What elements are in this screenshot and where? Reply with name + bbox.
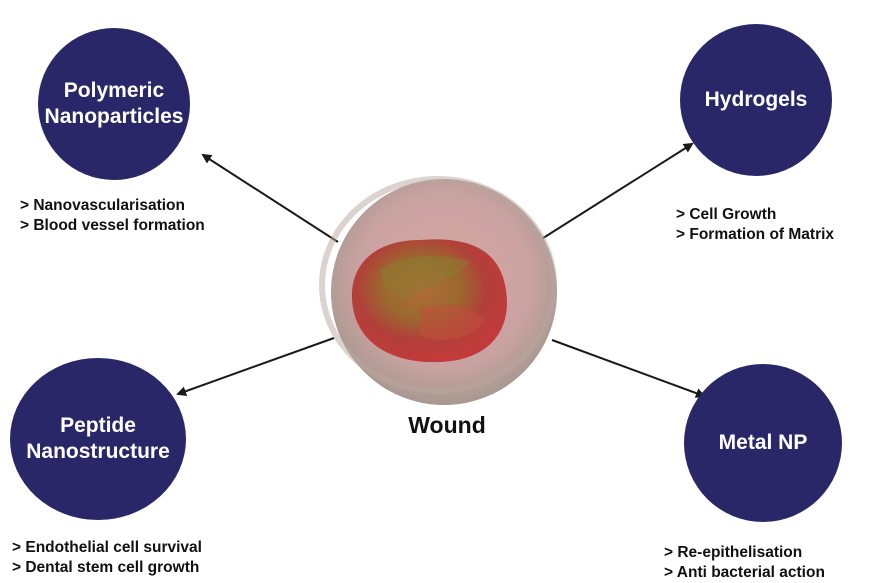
wound-label: Wound — [392, 412, 502, 439]
metal-effect-2: > Anti bacterial action — [664, 563, 825, 583]
peptide-title-line-1: Peptide — [60, 413, 136, 439]
metal-np-node: Metal NP — [684, 364, 842, 522]
polymeric-title-line-1: Polymeric — [64, 78, 164, 104]
hydrogels-effect-1: > Cell Growth — [676, 205, 876, 225]
peptide-nanostructure-node: Peptide Nanostructure — [10, 358, 186, 520]
hydrogels-effects: > Cell Growth > Formation of Matrix — [676, 205, 876, 245]
polymeric-effect-2: > Blood vessel formation — [20, 216, 205, 236]
peptide-effect-1: > Endothelial cell survival — [12, 538, 202, 558]
hydrogels-title: Hydrogels — [705, 87, 808, 113]
polymeric-nanoparticles-node: Polymeric Nanoparticles — [38, 28, 190, 180]
polymeric-title-line-2: Nanoparticles — [45, 104, 184, 130]
polymeric-effects: > Nanovascularisation > Blood vessel for… — [20, 196, 205, 236]
peptide-effects: > Endothelial cell survival > Dental ste… — [12, 538, 202, 578]
hydrogels-node: Hydrogels — [680, 24, 832, 176]
polymeric-effect-1: > Nanovascularisation — [20, 196, 205, 216]
arrow-to-metal — [552, 340, 704, 396]
arrow-to-polymeric — [203, 155, 338, 242]
arrow-to-hydrogels — [540, 144, 692, 240]
peptide-title-line-2: Nanostructure — [26, 439, 170, 465]
wound-image — [322, 179, 557, 405]
metal-effects: > Re-epithelisation > Anti bacterial act… — [664, 543, 825, 583]
metal-effect-1: > Re-epithelisation — [664, 543, 825, 563]
peptide-effect-2: > Dental stem cell growth — [12, 558, 202, 578]
arrow-to-peptide — [178, 338, 334, 394]
hydrogels-effect-2: > Formation of Matrix — [676, 225, 876, 245]
metal-title: Metal NP — [719, 430, 808, 456]
